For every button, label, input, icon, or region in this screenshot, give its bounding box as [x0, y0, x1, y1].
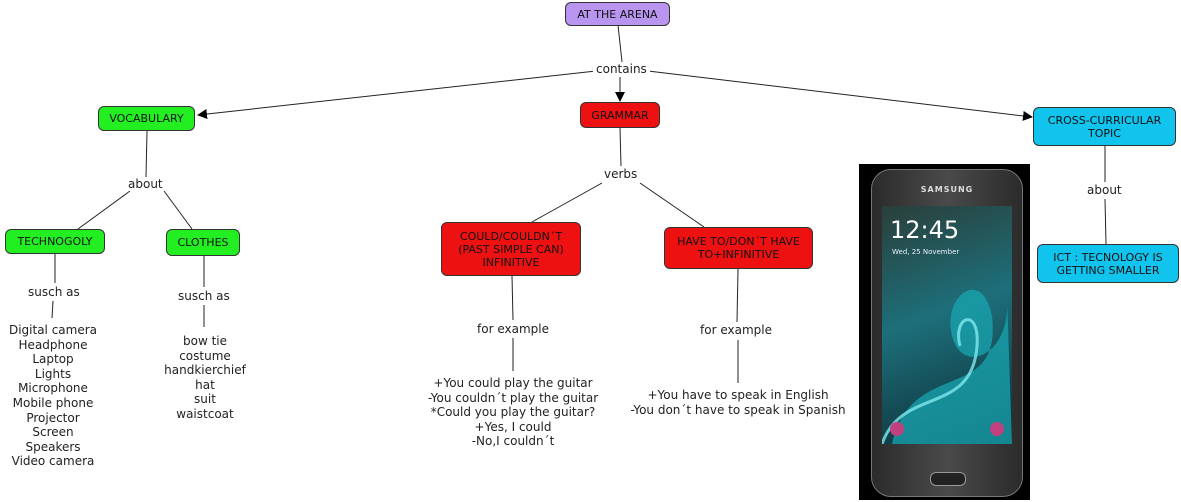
list-item: +You have to speak in English — [647, 388, 829, 402]
list-item: Laptop — [32, 352, 74, 367]
node-ict[interactable]: ICT : TECNOLOGY IS GETTING SMALLER — [1037, 244, 1179, 283]
list-item: costume — [179, 348, 231, 363]
node-cross-label: CROSS-CURRICULAR TOPIC — [1047, 113, 1162, 140]
node-technogoly[interactable]: TECHNOGOLY — [5, 229, 105, 254]
list-item: waistcoat — [176, 406, 234, 421]
connector — [197, 70, 597, 119]
link-label-contains: contains — [593, 62, 650, 76]
phone-clock: 12:45 — [890, 216, 960, 244]
link-label-about-vocabulary: about — [125, 177, 166, 191]
phone-date: Wed, 25 November — [892, 248, 960, 256]
list-item: suit — [194, 392, 216, 407]
node-vocabulary[interactable]: VOCABULARY — [98, 106, 195, 131]
list-item: Digital camera — [8, 323, 98, 337]
connector — [647, 70, 1033, 121]
node-root-label: AT THE ARENA — [577, 7, 658, 21]
list-item: handkierchief — [164, 363, 246, 378]
phone-home-button — [930, 472, 966, 486]
node-clothes-label: CLOTHES — [177, 236, 229, 249]
node-cross-curricular[interactable]: CROSS-CURRICULAR TOPIC — [1033, 107, 1176, 146]
connector — [77, 190, 131, 230]
list-item: -You don´t have to speak in Spanish — [630, 402, 846, 417]
list-item: Lights — [34, 366, 72, 381]
list-item: Video camera — [11, 454, 95, 469]
connector — [145, 130, 148, 178]
have-to-examples-list: +You have to speak in English-You don´t … — [620, 388, 856, 417]
list-item: Speakers — [25, 439, 81, 454]
node-grammar-label: GRAMMAR — [591, 108, 649, 122]
list-item: +You could play the guitar — [433, 376, 593, 390]
link-label-about-cross: about — [1084, 183, 1125, 197]
node-could-label: COULD/COULDN´T (PAST SIMPLE CAN) INFINIT… — [458, 229, 564, 269]
list-item: -You couldn´t play the guitar — [427, 390, 599, 405]
could-examples-list: +You could play the guitar-You couldn´t … — [413, 376, 613, 449]
phone-call-icon — [890, 422, 904, 436]
list-item: Microphone — [18, 381, 88, 396]
connector — [1104, 198, 1107, 245]
smartphone-image: SAMSUNG 12:45 Wed, 25 November — [859, 164, 1030, 500]
phone-wallpaper — [882, 289, 1012, 444]
node-grammar[interactable]: GRAMMAR — [580, 102, 660, 128]
phone-body: SAMSUNG 12:45 Wed, 25 November — [871, 169, 1023, 497]
link-label-such-tech: susch as — [25, 285, 83, 299]
node-have-to-label: HAVE TO/DON´T HAVE TO+INFINITIVE — [677, 235, 800, 261]
connector — [736, 268, 739, 323]
link-label-verbs: verbs — [601, 167, 641, 181]
node-root[interactable]: AT THE ARENA — [565, 2, 670, 26]
list-item: Projector — [26, 410, 80, 425]
node-have-to[interactable]: HAVE TO/DON´T HAVE TO+INFINITIVE — [664, 227, 813, 269]
list-item: *Could you play the guitar? — [430, 405, 596, 420]
list-item: -No,I couldn´t — [471, 434, 555, 449]
link-label-example-could: for example — [474, 322, 552, 336]
connector — [619, 127, 622, 167]
connector — [531, 182, 603, 223]
node-ict-label: ICT : TECNOLOGY IS GETTING SMALLER — [1053, 250, 1163, 277]
phone-camera-icon — [990, 422, 1004, 436]
connector — [617, 24, 623, 63]
list-item: bow tie — [182, 334, 227, 348]
connector — [163, 190, 193, 230]
node-vocabulary-label: VOCABULARY — [109, 112, 184, 125]
list-item: Mobile phone — [12, 395, 94, 410]
phone-screen: 12:45 Wed, 25 November — [882, 206, 1012, 444]
list-item: +Yes, I could — [474, 419, 552, 434]
list-item: hat — [195, 377, 215, 392]
node-clothes[interactable]: CLOTHES — [166, 229, 240, 256]
list-item: Headphone — [18, 337, 88, 352]
node-technogoly-label: TECHNOGOLY — [17, 235, 93, 248]
list-item: Screen — [32, 425, 74, 440]
connector — [639, 182, 705, 228]
connector — [51, 300, 54, 319]
link-label-such-clothes: susch as — [175, 289, 233, 303]
connector — [511, 275, 514, 321]
link-label-example-have: for example — [697, 323, 775, 337]
node-could[interactable]: COULD/COULDN´T (PAST SIMPLE CAN) INFINIT… — [441, 222, 581, 276]
phone-brand-text: SAMSUNG — [920, 185, 974, 194]
